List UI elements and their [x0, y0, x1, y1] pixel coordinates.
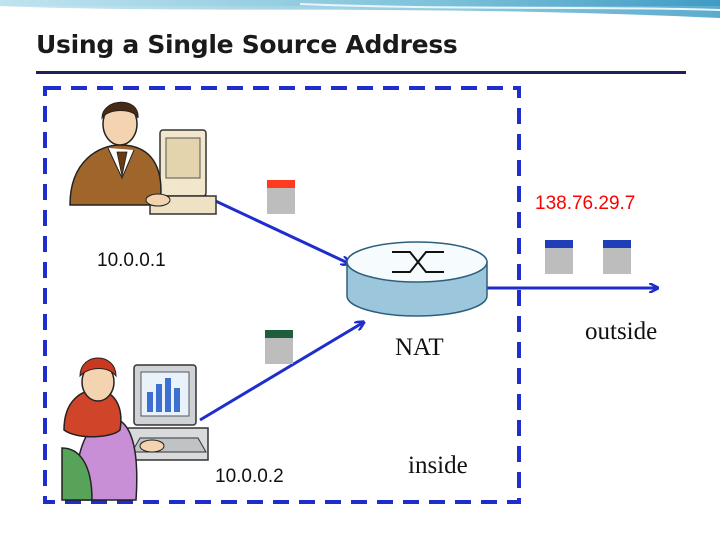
packet-from-host1 [267, 180, 295, 214]
title-underline [36, 71, 686, 74]
packet-outbound-1 [545, 240, 573, 274]
man-at-computer-icon [69, 101, 217, 215]
inside-label: inside [408, 452, 468, 479]
outside-label: outside [585, 318, 658, 345]
nat-label: NAT [395, 334, 444, 361]
inside-network-boundary [43, 86, 521, 504]
public-ip-label: 138.76.29.7 [535, 193, 636, 214]
packet-outbound-2 [603, 240, 631, 274]
nat-router-icon [346, 241, 488, 317]
link-host2-to-nat [199, 322, 364, 422]
woman-at-computer-icon [61, 357, 209, 501]
packet-from-host2 [265, 330, 293, 364]
link-host1-to-nat [191, 188, 350, 264]
host2-ip-label: 10.0.0.2 [215, 466, 284, 487]
slide-title: Using a Single Source Address [36, 30, 458, 59]
host1-ip-label: 10.0.0.1 [97, 250, 166, 271]
header-banner [0, 0, 720, 18]
